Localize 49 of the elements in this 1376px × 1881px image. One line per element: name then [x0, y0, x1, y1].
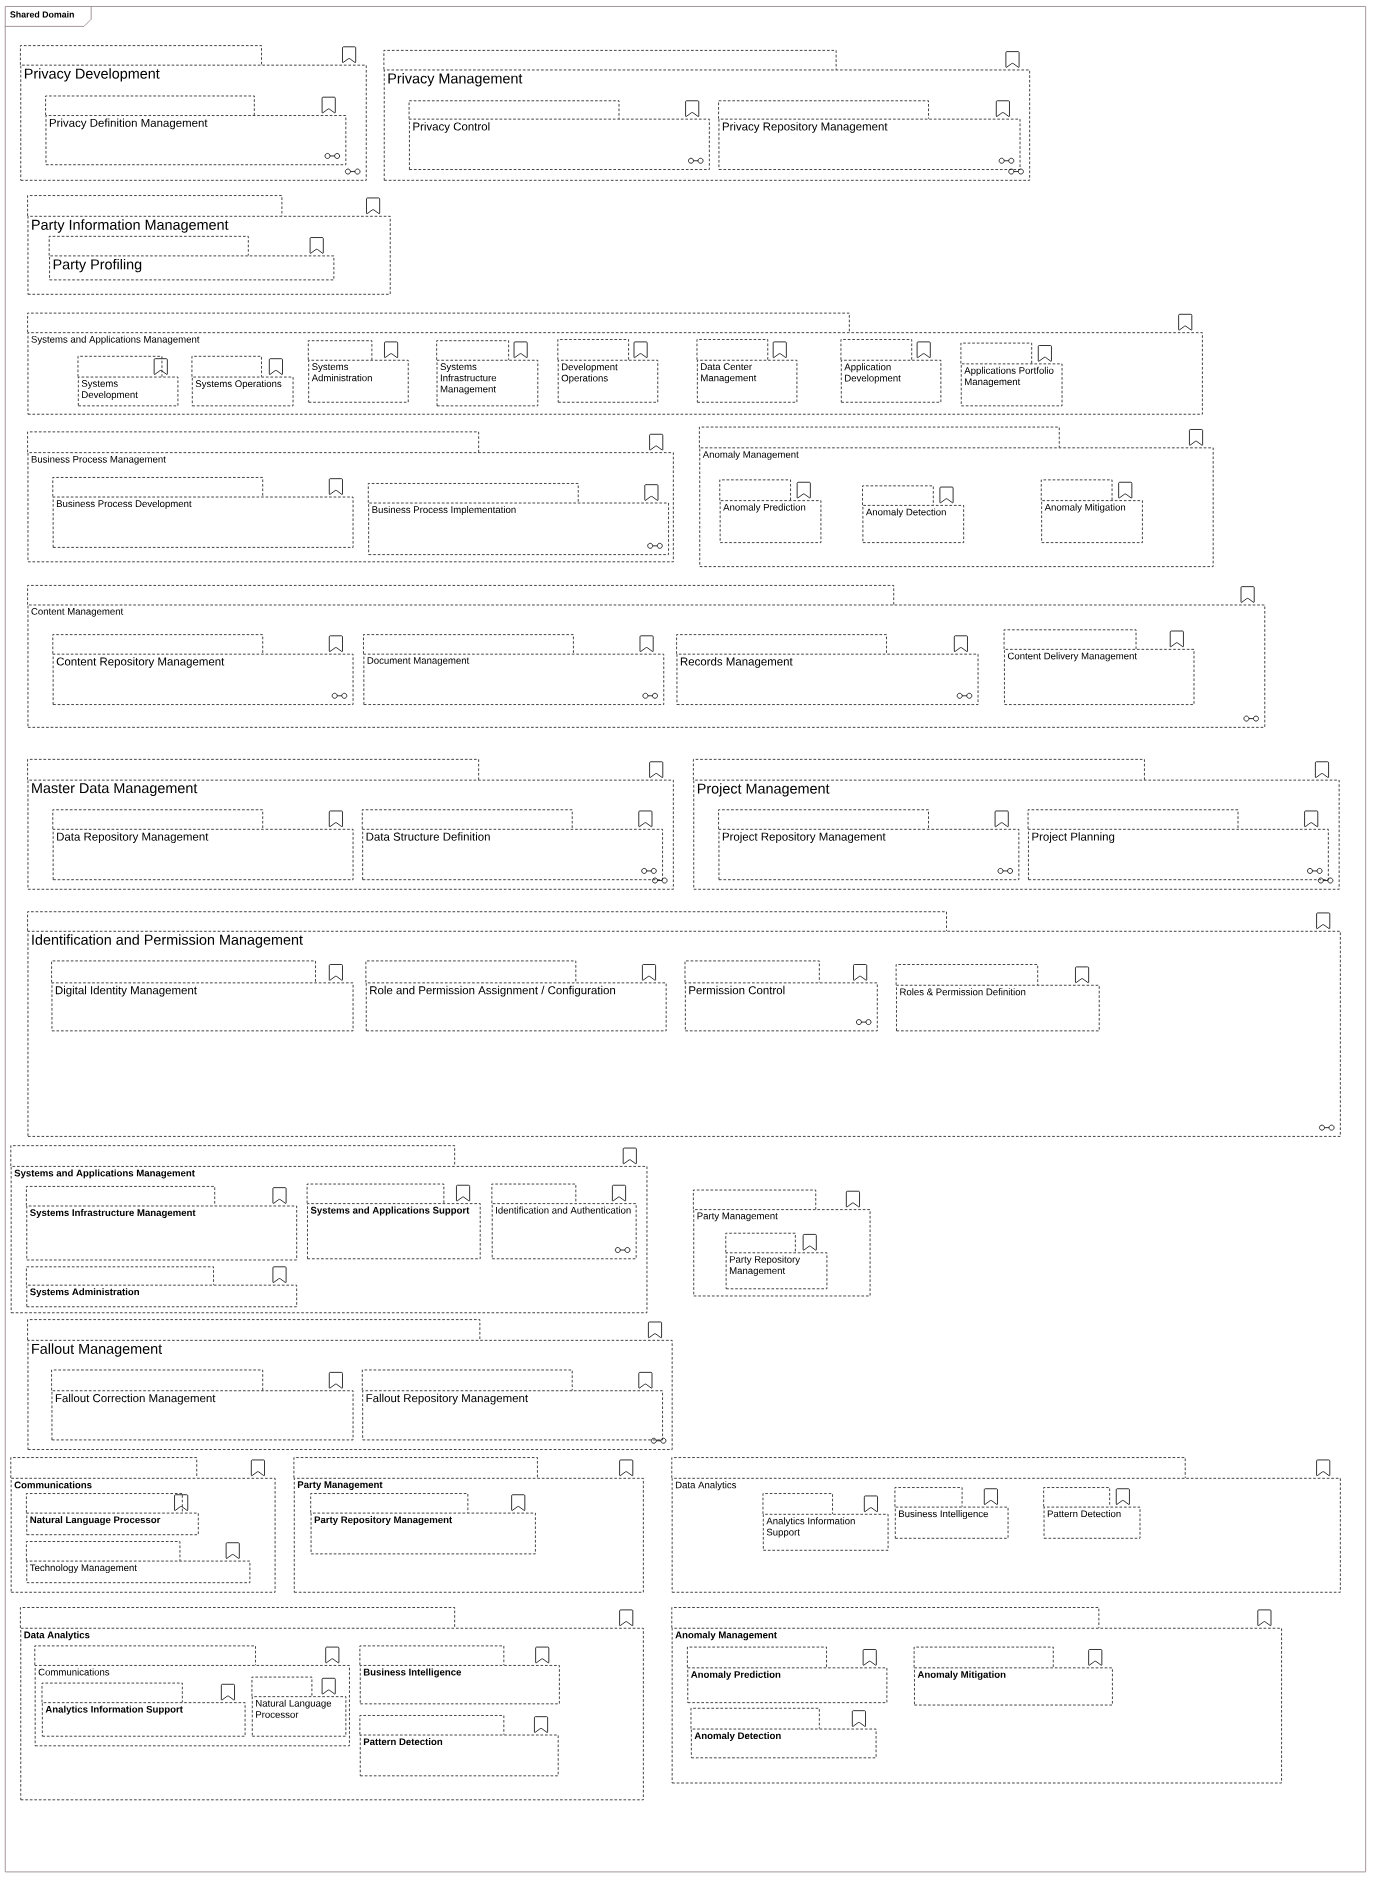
package-frame: Anomaly Mitigation	[913, 1646, 1113, 1706]
package-frame: Application Development	[840, 339, 942, 403]
package-frame: Systems and Applications Support	[306, 1183, 481, 1260]
package-frame: Data Repository Management	[52, 809, 354, 881]
package-frame: Systems Infrastructure Management	[26, 1186, 298, 1261]
package-frame: Roles & Permission Definition	[895, 964, 1100, 1032]
package-frame: Data Structure Definition	[361, 809, 663, 881]
package-frame: Project Repository Management	[718, 809, 1020, 881]
package-frame: Natural Language Processor	[251, 1676, 347, 1737]
package-frame: Party Profiling	[48, 235, 335, 281]
package-frame: Role and Permission Assignment / Configuration	[365, 960, 667, 1032]
package-frame: Records Management	[676, 634, 979, 705]
package-frame: Anomaly Detection	[690, 1707, 877, 1759]
package-frame: Pattern Detection	[359, 1715, 559, 1777]
package-frame: Natural Language Processor	[26, 1493, 199, 1536]
package-frame: Identification and Authentication	[491, 1183, 637, 1260]
package-frame: Project Planning	[1027, 809, 1329, 881]
package-frame: Content Delivery Management	[1003, 629, 1195, 705]
package-frame: Analytics Information Support	[762, 1493, 889, 1551]
package-frame: Data Center Management	[696, 339, 798, 403]
package-frame: Fallout Correction Management	[51, 1369, 354, 1441]
package-frame: Privacy Repository Management	[718, 100, 1021, 170]
package-frame: Privacy Control	[408, 100, 710, 170]
package-frame: Analytics Information Support	[41, 1682, 246, 1737]
package-frame: Permission Control	[684, 960, 878, 1032]
package-frame: Systems Operations	[191, 355, 294, 407]
package-frame: Fallout Repository Management	[361, 1369, 663, 1441]
package-frame: Technology Management	[26, 1541, 251, 1584]
package-frame: Applications Portfolio Management	[960, 342, 1063, 407]
package-frame: Systems Infrastructure Management	[436, 340, 539, 407]
package-frame: Anomaly Detection	[862, 485, 965, 543]
package-frame: Pattern Detection	[1043, 1487, 1141, 1539]
package-frame: Privacy Definition Management	[45, 95, 347, 166]
package-frame: Business Process Implementation	[367, 483, 669, 555]
package-frame: Anomaly Prediction	[719, 479, 822, 543]
package-frame: Party Repository Management	[725, 1232, 828, 1290]
package-frame: Document Management	[363, 634, 665, 705]
package-frame: Digital Identity Management	[51, 960, 354, 1032]
package-frame: Systems Administration	[26, 1266, 298, 1308]
package-frame: Systems Administration	[307, 340, 409, 403]
package-frame: Business Intelligence	[894, 1487, 1009, 1539]
package-frame: Business Process Development	[52, 477, 354, 548]
package-frame: Systems Development	[77, 355, 179, 407]
package-frame: Anomaly Prediction	[687, 1646, 888, 1703]
package-frame: Development Operations	[557, 339, 659, 403]
package-frame: Content Repository Management	[52, 634, 354, 705]
package-frame: Business Intelligence	[359, 1645, 560, 1705]
package-frame: Party Repository Management	[310, 1493, 536, 1555]
package-frame: Anomaly Mitigation	[1040, 479, 1143, 543]
